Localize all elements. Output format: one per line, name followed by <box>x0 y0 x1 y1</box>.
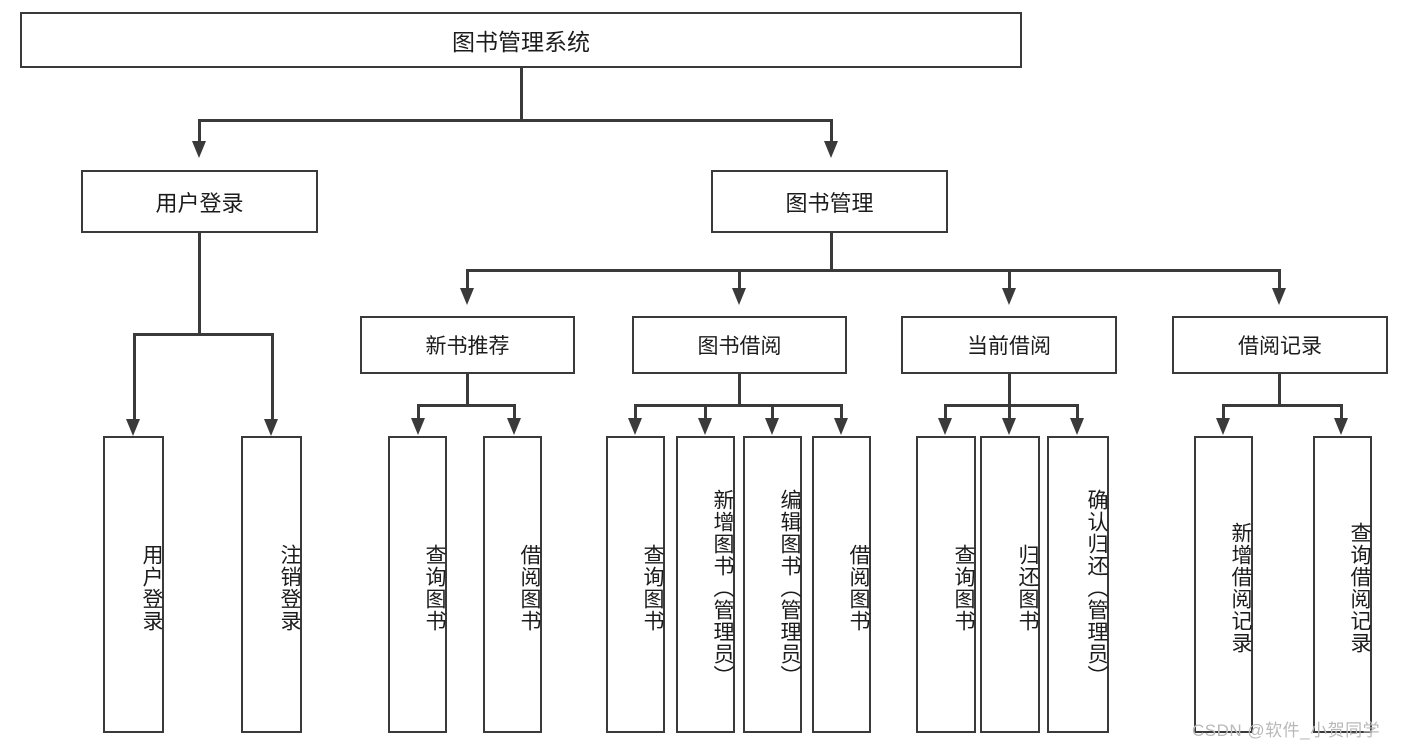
edge-level2-drop-1 <box>466 269 469 290</box>
arrow-to-leaf-bb-3 <box>765 418 779 435</box>
edge-level2-drop-3 <box>1008 269 1011 290</box>
leaf-query-book-nbr[interactable]: 查询图书 <box>388 436 447 733</box>
leaf-add-borrow-record[interactable]: 新增借阅记录 <box>1194 436 1253 733</box>
node-label: 归还图书 <box>1016 543 1039 632</box>
leaf-confirm-return-admin[interactable]: 确认归还（管理员） <box>1047 436 1109 733</box>
node-label: 借阅图书 <box>847 543 870 632</box>
arrow-to-leaf-br-1 <box>1216 418 1230 435</box>
edge-root-drop <box>520 68 523 121</box>
leaf-add-book-admin[interactable]: 新增图书（管理员） <box>676 436 735 733</box>
leaf-borrow-book-bb[interactable]: 借阅图书 <box>812 436 871 733</box>
arrow-to-leaf-cb-2 <box>1002 418 1016 435</box>
leaf-logout[interactable]: 注销登录 <box>241 436 302 733</box>
leaf-return-book[interactable]: 归还图书 <box>980 436 1040 733</box>
node-label: 用户登录 <box>140 543 163 632</box>
arrow-to-leaf-br-2 <box>1334 418 1348 435</box>
arrow-to-leaf-bb-4 <box>834 418 848 435</box>
edge-book-management-drop <box>830 233 833 270</box>
edge-level2-drop-4 <box>1278 269 1281 290</box>
edge-br-drop-1 <box>1222 404 1225 419</box>
arrow-to-new-book-recommend <box>460 288 474 305</box>
edge-nbr-drop <box>466 374 469 405</box>
edge-level2-bus <box>466 269 1280 272</box>
edge-user-login-right-drop <box>271 333 274 421</box>
edge-cb-drop <box>1008 374 1011 405</box>
node-label: 注销登录 <box>278 543 301 632</box>
leaf-query-borrow-record[interactable]: 查询借阅记录 <box>1313 436 1372 733</box>
arrow-to-leaf-cb-1 <box>938 418 952 435</box>
node-label: 当前借阅 <box>967 335 1051 358</box>
edge-nbr-drop-1 <box>417 404 420 419</box>
arrow-to-leaf-nbr-2 <box>507 418 521 435</box>
edge-br-bus <box>1222 404 1342 407</box>
node-label: 编辑图书（管理员） <box>778 488 801 687</box>
node-label: 查询图书 <box>952 543 975 632</box>
edge-level1-right-drop <box>830 119 833 143</box>
node-borrow-record[interactable]: 借阅记录 <box>1172 316 1388 374</box>
edge-bb-drop <box>738 374 741 405</box>
node-user-login[interactable]: 用户登录 <box>81 170 318 233</box>
node-label: 查询图书 <box>641 543 664 632</box>
edge-level1-left-drop <box>198 119 201 143</box>
edge-user-login-left-drop <box>133 333 136 421</box>
node-current-borrow[interactable]: 当前借阅 <box>901 316 1117 374</box>
node-label: 新增图书（管理员） <box>711 488 734 687</box>
arrow-to-leaf-bb-2 <box>698 418 712 435</box>
leaf-user-login[interactable]: 用户登录 <box>103 436 164 733</box>
edge-level1-bus <box>198 119 832 122</box>
node-label: 查询借阅记录 <box>1348 521 1371 654</box>
arrow-to-leaf-bb-1 <box>628 418 642 435</box>
node-label: 借阅记录 <box>1238 335 1322 358</box>
arrow-to-leaf-logout <box>264 419 278 436</box>
leaf-edit-book-admin[interactable]: 编辑图书（管理员） <box>743 436 802 733</box>
edge-nbr-bus <box>417 404 516 407</box>
node-label: 新书推荐 <box>425 335 510 358</box>
arrow-to-leaf-cb-3 <box>1070 418 1084 435</box>
arrow-to-book-management <box>824 141 838 158</box>
edge-bb-drop-2 <box>704 404 707 419</box>
edge-br-drop-2 <box>1340 404 1343 419</box>
edge-level2-drop-2 <box>738 269 741 290</box>
node-new-book-recommend[interactable]: 新书推荐 <box>360 316 575 374</box>
edge-bb-drop-4 <box>840 404 843 419</box>
node-label: 新增借阅记录 <box>1229 521 1252 654</box>
leaf-query-book-cb[interactable]: 查询图书 <box>916 436 976 733</box>
arrow-to-borrow-record <box>1272 288 1286 305</box>
edge-bb-drop-1 <box>634 404 637 419</box>
csdn-watermark: CSDN @软件_小贺同学 <box>1192 721 1381 740</box>
node-book-borrow[interactable]: 图书借阅 <box>632 316 847 374</box>
node-label: 图书借阅 <box>697 335 782 358</box>
edge-cb-drop-1 <box>944 404 947 419</box>
node-label: 借阅图书 <box>518 543 541 632</box>
arrow-to-leaf-nbr-1 <box>411 418 425 435</box>
node-label: 图书管理系统 <box>452 29 590 55</box>
edge-user-login-bus <box>133 333 273 336</box>
arrow-to-user-login <box>192 141 206 158</box>
edge-cb-drop-3 <box>1076 404 1079 419</box>
node-root-book-management-system[interactable]: 图书管理系统 <box>20 12 1022 68</box>
leaf-borrow-book-nbr[interactable]: 借阅图书 <box>483 436 542 733</box>
leaf-query-book-bb[interactable]: 查询图书 <box>606 436 665 733</box>
node-label: 用户登录 <box>155 190 244 216</box>
edge-bb-bus <box>634 404 842 407</box>
edge-cb-bus <box>944 404 1078 407</box>
node-label: 确认归还（管理员） <box>1085 488 1108 687</box>
arrow-to-leaf-user-login <box>126 419 140 436</box>
edge-nbr-drop-2 <box>513 404 516 419</box>
arrow-to-book-borrow <box>732 288 746 305</box>
arrow-to-current-borrow <box>1002 288 1016 305</box>
node-label: 图书管理 <box>785 190 874 216</box>
edge-bb-drop-3 <box>771 404 774 419</box>
edge-br-drop <box>1278 374 1281 405</box>
edge-user-login-drop <box>198 233 201 334</box>
edge-cb-drop-2 <box>1008 404 1011 419</box>
node-label: 查询图书 <box>423 543 446 632</box>
node-book-management[interactable]: 图书管理 <box>711 170 948 233</box>
